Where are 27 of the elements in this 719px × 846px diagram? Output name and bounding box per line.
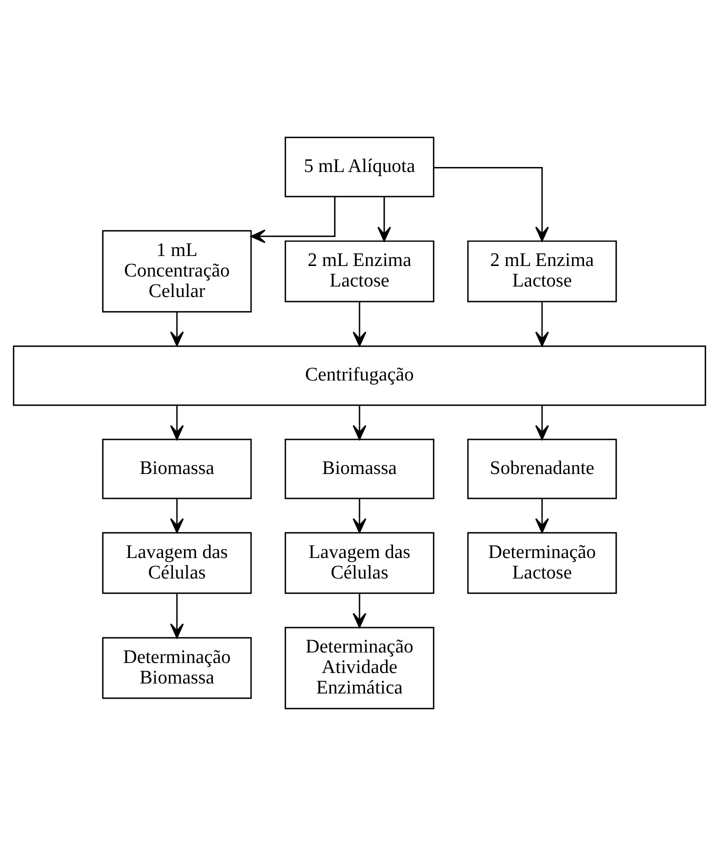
node-box: Determinação Lactose (467, 532, 617, 594)
arrow (535, 498, 549, 534)
arrow (250, 196, 336, 244)
arrow (170, 593, 184, 638)
arrow (352, 498, 366, 534)
arrow (377, 196, 392, 242)
node-box: 2 mL Enzima Lactose (284, 240, 434, 302)
arrow (170, 312, 184, 346)
node-box: Lavagem das Células (284, 532, 434, 594)
arrow (352, 593, 366, 628)
node-box: Biomassa (284, 438, 434, 500)
node-box: 2 mL Enzima Lactose (467, 240, 617, 302)
node-box: 1 mL Concentração Celular (102, 230, 252, 312)
arrow (170, 405, 184, 440)
node-box: Lavagem das Células (102, 532, 252, 594)
node-box: 5 mL Alíquota (284, 136, 434, 198)
arrow (170, 498, 184, 534)
arrow (352, 405, 366, 440)
arrow (535, 405, 549, 440)
node-box: Centrifugação (12, 345, 706, 406)
node-box: Determinação Biomassa (102, 637, 252, 699)
arrow (434, 167, 549, 242)
arrow (535, 302, 549, 347)
node-box: Biomassa (102, 438, 252, 500)
node-box: Determinação Atividade Enzimática (284, 626, 434, 710)
arrow (352, 302, 366, 347)
node-box: Sobrenadante (467, 438, 617, 500)
